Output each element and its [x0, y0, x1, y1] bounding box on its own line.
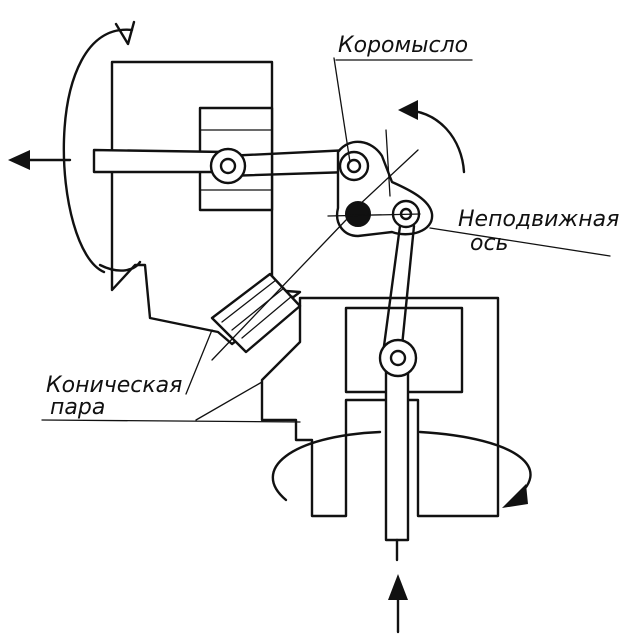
lower-rotation-arrow — [271, 430, 532, 508]
output-arrow-left — [8, 150, 72, 170]
input-arrow-up — [388, 574, 408, 634]
bevel-label-leaders — [41, 329, 301, 423]
lower-housing — [260, 296, 500, 518]
fixed-axis-label-line1: Неподвижная — [458, 207, 619, 232]
bevel-pair-label-line1: Коническая — [46, 373, 182, 398]
bevel-gear-pair — [210, 272, 302, 354]
rod-pin-joint — [209, 147, 247, 185]
rocker-label: Коромысло — [338, 33, 468, 58]
horizontal-rod — [92, 148, 352, 178]
construction-lines — [327, 57, 611, 257]
connecting-link — [211, 219, 416, 361]
vertical-rod-pin-joint — [378, 338, 418, 378]
rocker-lever — [335, 140, 434, 238]
upper-rotation-arrow — [62, 20, 142, 274]
rocker-rotation-arrow — [398, 100, 466, 174]
vertical-rod — [384, 360, 410, 562]
bevel-pair-label-line2: пара — [50, 395, 105, 420]
fixed-axis-label-line2: ось — [470, 231, 509, 256]
